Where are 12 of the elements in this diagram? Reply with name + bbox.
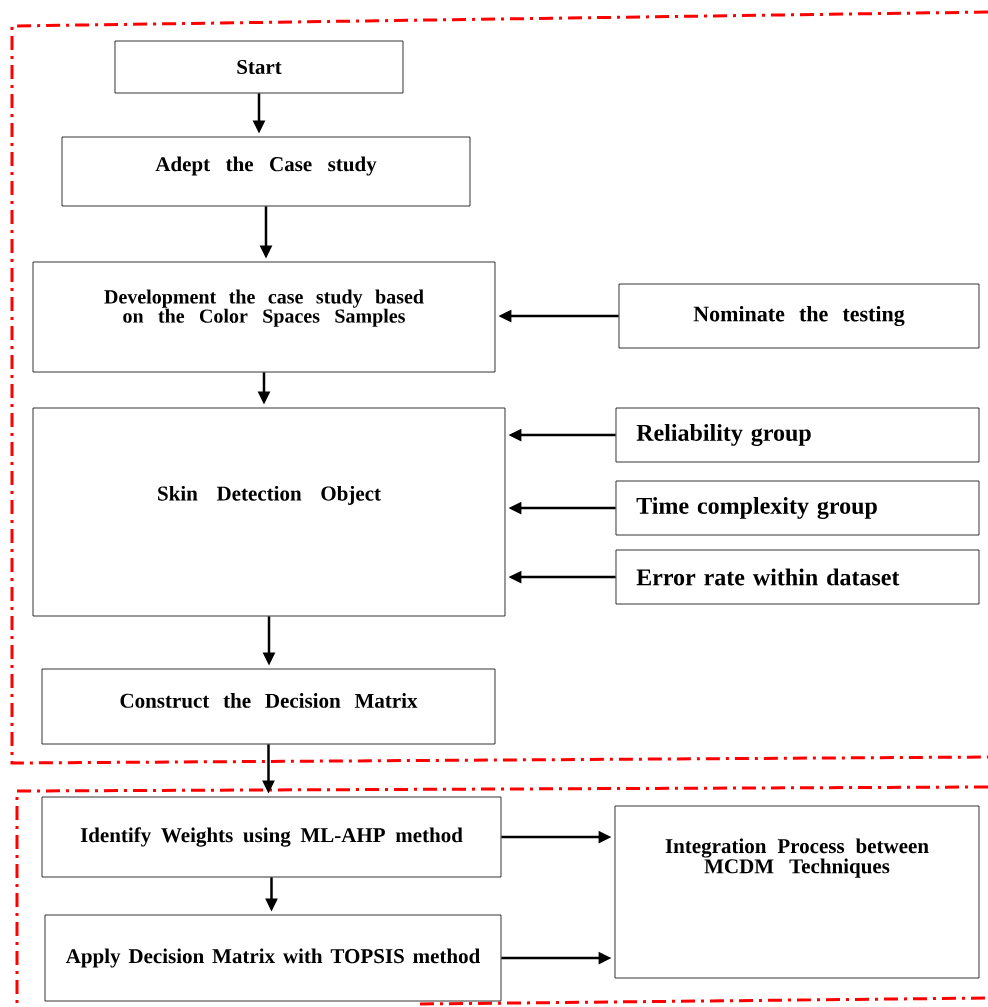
process-box: Time complexity group: [615, 480, 980, 536]
process-box: Integration Process between MCDM Techniques: [614, 805, 980, 979]
process-box: Adept the Case study: [61, 136, 471, 207]
process-box: Identify Weights using ML-AHP method: [41, 796, 502, 878]
process-box: Skin Detection Object: [32, 407, 506, 617]
process-box: Construct the Decision Matrix: [41, 668, 496, 745]
process-box: Reliability group: [615, 407, 980, 463]
process-box: Nominate the testing: [618, 283, 980, 349]
process-box: Error rate within dataset: [615, 549, 980, 605]
process-box: Start: [114, 40, 404, 94]
process-box: Development the case study based on the Color Spaces Samples: [32, 261, 496, 373]
process-box: Apply Decision Matrix with TOPSIS method: [44, 914, 502, 1002]
